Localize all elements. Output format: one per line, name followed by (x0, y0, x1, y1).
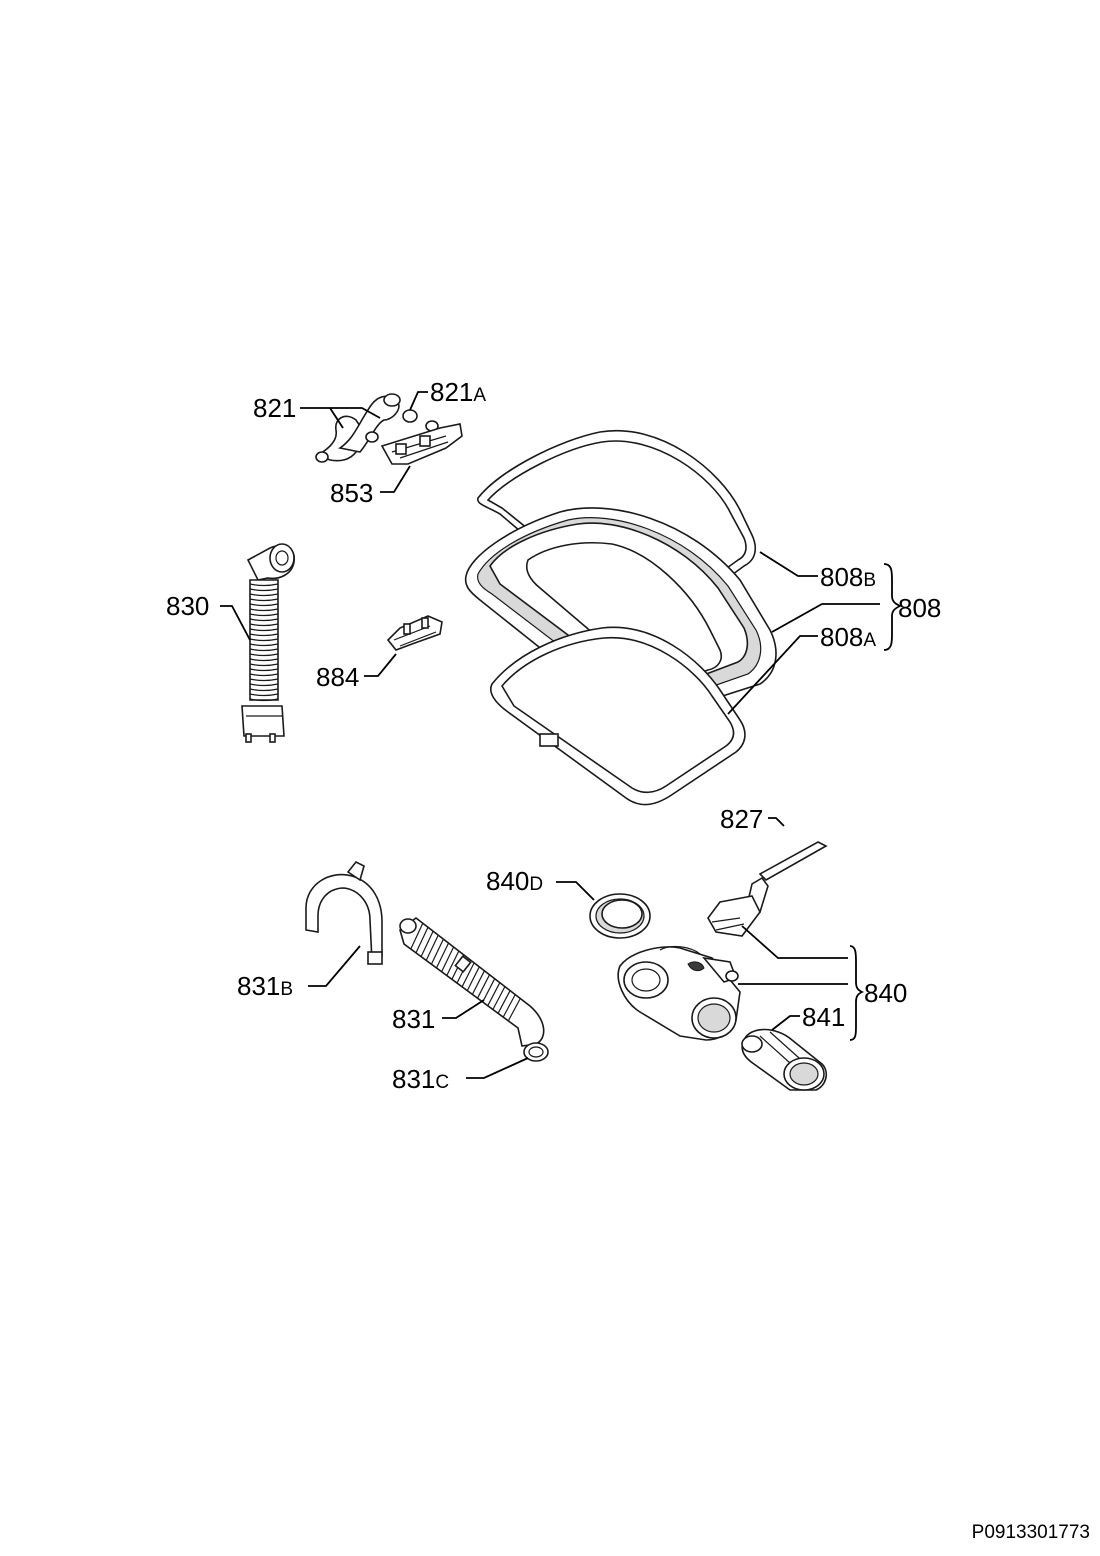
hose-rib (249, 663, 279, 667)
callout-821: 821 (253, 393, 296, 423)
callout-831: 831 (392, 1004, 435, 1034)
reference-code: P0913301773 (971, 1522, 1090, 1543)
drain-hose-rib (471, 970, 485, 995)
hose-rib (249, 593, 279, 597)
callout-labels: 821 821A 853 830 884 808B 808 808A 827 8… (166, 377, 941, 1094)
brace-840 (849, 945, 865, 1041)
hose-rib (249, 588, 279, 592)
drain-hose-rib (441, 946, 455, 972)
drain-hose-rib (466, 966, 480, 991)
part-827-rod (707, 841, 828, 937)
part-884-clip (386, 615, 443, 651)
leader-lines (220, 391, 880, 1079)
drain-hose-rib (430, 938, 444, 965)
hose-rib (249, 673, 279, 677)
drain-hose-rib (502, 994, 516, 1018)
part-840-pump-housing (617, 945, 741, 1041)
hose-rib (249, 638, 279, 642)
part-830-corrugated-hose (241, 543, 295, 743)
hose-ribs (249, 583, 279, 702)
callout-884: 884 (316, 662, 359, 692)
callout-808B: 808B (820, 562, 876, 592)
part-831C-hose-clamp (523, 1042, 549, 1062)
drain-hose-rib (507, 998, 521, 1022)
hose-rib (249, 583, 279, 587)
drain-hose-rib (476, 974, 491, 999)
callout-841: 841 (802, 1002, 845, 1032)
drain-hose-rib (446, 950, 460, 976)
drain-hose-rib (497, 990, 511, 1014)
callout-808: 808 (898, 593, 941, 623)
part-821-hose (315, 393, 401, 463)
drain-hose-rib (461, 962, 475, 988)
drain-hose-rib (425, 934, 439, 961)
drain-hose-ribs (410, 923, 521, 1022)
drain-hose-rib (482, 978, 496, 1003)
hose-rib (249, 648, 279, 652)
part-853-clamp-bracket (380, 423, 463, 465)
hose-rib (249, 668, 279, 672)
hose-rib (249, 608, 279, 612)
hose-rib (249, 633, 279, 637)
hose-rib (249, 653, 279, 657)
hose-rib (249, 623, 279, 627)
callout-831C: 831C (392, 1064, 449, 1094)
drain-hose-rib (435, 942, 450, 969)
part-840D-ring (589, 893, 651, 939)
callout-830: 830 (166, 591, 209, 621)
part-808A-lower-ring (490, 626, 746, 806)
drain-hose-rib (410, 923, 424, 950)
hose-rib (249, 618, 279, 622)
hose-rib (249, 683, 279, 687)
hose-rib (249, 598, 279, 602)
callout-831B: 831B (237, 971, 293, 1001)
part-831B-hose-guide (305, 860, 383, 965)
drain-hose-rib (487, 982, 501, 1006)
callout-840D: 840D (486, 866, 543, 896)
drain-hose-rib (415, 926, 429, 954)
hose-rib (249, 688, 279, 692)
callout-821A: 821A (430, 377, 486, 407)
callout-808A: 808A (820, 622, 876, 652)
callout-853: 853 (330, 478, 373, 508)
drain-hose-rib (492, 986, 506, 1010)
hose-rib (249, 678, 279, 682)
callout-840: 840 (864, 978, 907, 1008)
hose-rib (249, 603, 279, 607)
hose-rib (249, 643, 279, 647)
hose-rib (249, 658, 279, 662)
brace-808 (883, 563, 903, 651)
hose-rib (249, 698, 279, 702)
part-841-filter (741, 1028, 828, 1091)
part-831-drain-hose (399, 916, 545, 1047)
hose-rib (249, 613, 279, 617)
hose-rib (249, 693, 279, 697)
hose-rib (249, 628, 279, 632)
drain-hose-rib (420, 930, 434, 957)
callout-827: 827 (720, 804, 763, 834)
